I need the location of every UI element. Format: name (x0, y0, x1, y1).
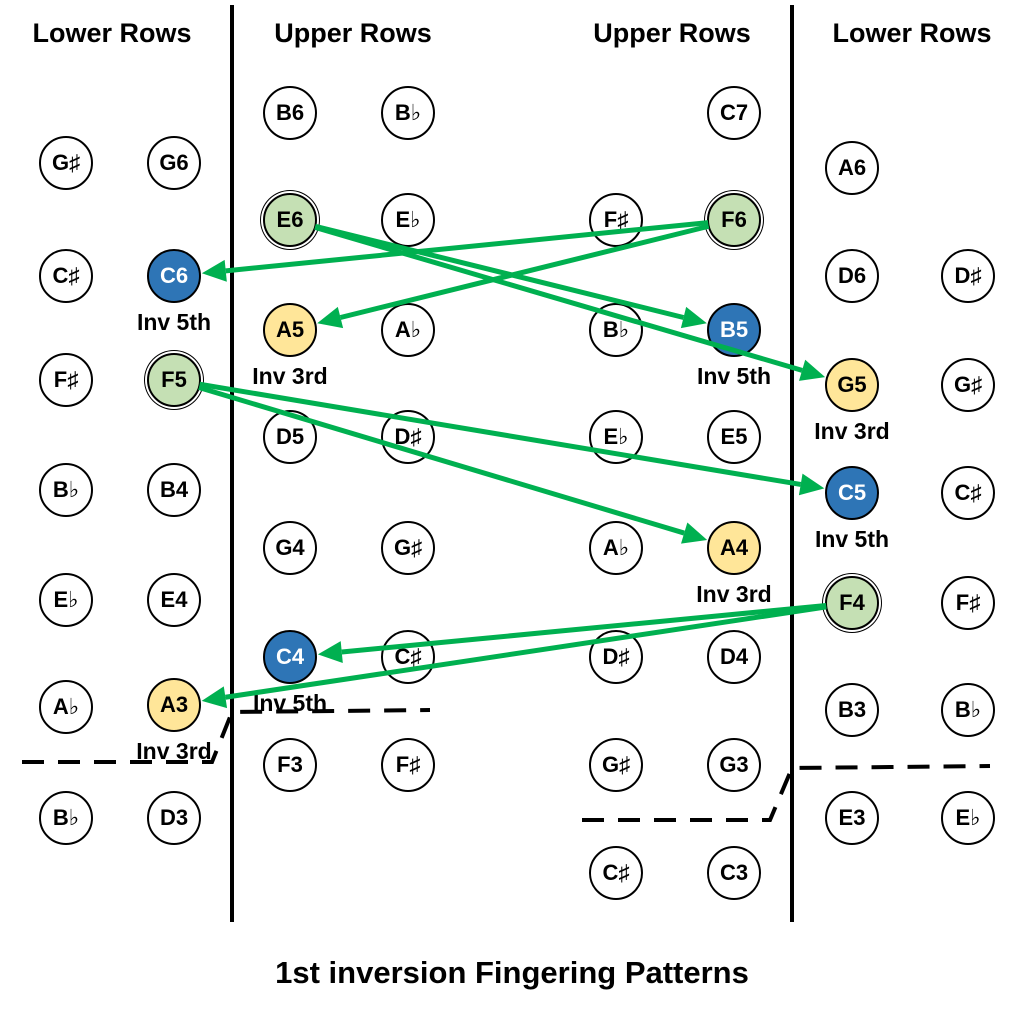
note-b4: B4 (147, 463, 201, 517)
note-c6: C6 (147, 249, 201, 303)
note-c3: C3 (707, 846, 761, 900)
note-c4: C4 (263, 630, 317, 684)
header-upper-rows-left: Upper Rows (274, 18, 432, 48)
note-gsharp: G♯ (589, 738, 643, 792)
note-csharp: C♯ (941, 466, 995, 520)
note-eflat: E♭ (941, 791, 995, 845)
note-caption: Inv 3rd (696, 581, 772, 607)
note-fsharp: F♯ (39, 353, 93, 407)
note-g6: G6 (147, 136, 201, 190)
note-bflat: B♭ (39, 791, 93, 845)
arrow-f5-to-a4 (198, 385, 708, 544)
note-caption: Inv 3rd (814, 418, 890, 444)
note-d3: D3 (147, 791, 201, 845)
arrow-e6-to-b5 (314, 223, 707, 329)
note-e4: E4 (147, 573, 201, 627)
note-bflat: B♭ (941, 683, 995, 737)
note-aflat: A♭ (381, 303, 435, 357)
note-aflat: A♭ (39, 680, 93, 734)
note-e6: E6 (263, 193, 317, 247)
note-d4: D4 (707, 630, 761, 684)
note-c7: C7 (707, 86, 761, 140)
note-e3: E3 (825, 791, 879, 845)
note-caption: Inv 5th (252, 690, 328, 716)
note-fsharp: F♯ (589, 193, 643, 247)
note-f5: F5 (147, 353, 201, 407)
note-gsharp: G♯ (39, 136, 93, 190)
note-gsharp: G♯ (381, 521, 435, 575)
note-fsharp: F♯ (381, 738, 435, 792)
header-upper-rows-right: Upper Rows (593, 18, 751, 48)
note-dsharp: D♯ (941, 249, 995, 303)
note-g5: G5 (825, 358, 879, 412)
note-caption: Inv 3rd (136, 738, 212, 764)
note-caption: Inv 5th (136, 309, 212, 335)
note-bflat: B♭ (381, 86, 435, 140)
note-a4: A4 (707, 521, 761, 575)
header-lower-rows-right: Lower Rows (832, 18, 992, 48)
note-g3: G3 (707, 738, 761, 792)
note-a3: A3 (147, 678, 201, 732)
arrow-f6-to-a5 (317, 223, 710, 329)
arrow-f6-to-c6 (201, 220, 709, 282)
note-caption: Inv 3rd (252, 363, 328, 389)
note-eflat: E♭ (39, 573, 93, 627)
note-c5: C5 (825, 466, 879, 520)
note-f4: F4 (825, 576, 879, 630)
note-caption: Inv 5th (696, 363, 772, 389)
note-f6: F6 (707, 193, 761, 247)
note-g4: G4 (263, 521, 317, 575)
header-lower-rows-left: Lower Rows (32, 18, 192, 48)
arrow-f5-to-c5 (199, 381, 825, 496)
note-aflat: A♭ (589, 521, 643, 575)
dashed-boundary-right (582, 764, 991, 822)
note-a5: A5 (263, 303, 317, 357)
arrow-f4-to-c4 (317, 602, 827, 663)
note-a6: A6 (825, 141, 879, 195)
note-f3: F3 (263, 738, 317, 792)
note-gsharp: G♯ (941, 358, 995, 412)
note-caption: Inv 5th (814, 526, 890, 552)
arrow-f4-to-a3 (201, 604, 827, 709)
diagram-title: 1st inversion Fingering Patterns (275, 955, 749, 990)
note-csharp: C♯ (39, 249, 93, 303)
note-b6: B6 (263, 86, 317, 140)
note-b5: B5 (707, 303, 761, 357)
arrow-e6-to-g5 (314, 224, 826, 381)
note-d6: D6 (825, 249, 879, 303)
dashed-boundary-left (22, 708, 431, 764)
note-fsharp: F♯ (941, 576, 995, 630)
note-bflat: B♭ (39, 463, 93, 517)
note-e5: E5 (707, 410, 761, 464)
note-csharp: C♯ (589, 846, 643, 900)
note-b3: B3 (825, 683, 879, 737)
note-eflat: E♭ (381, 193, 435, 247)
